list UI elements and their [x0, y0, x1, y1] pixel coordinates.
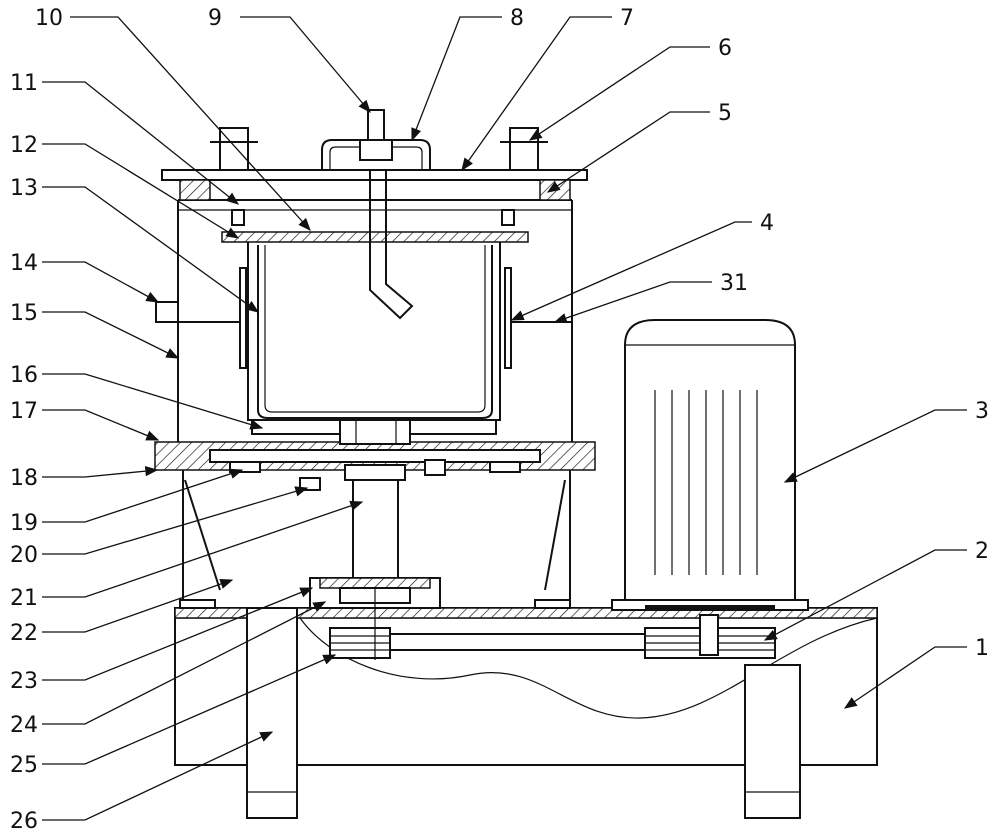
callout-13: 13 [10, 176, 258, 312]
callout-15: 15 [10, 301, 178, 358]
leader-line [42, 732, 272, 820]
callout-label: 1 [975, 636, 989, 661]
callout-label: 13 [10, 176, 38, 201]
callout-label: 8 [510, 6, 524, 31]
drum [222, 232, 528, 444]
leader-line [42, 470, 157, 477]
callout-label: 22 [10, 621, 38, 646]
belt-drive [330, 615, 775, 658]
leader-line [530, 47, 710, 140]
leader-line [512, 222, 752, 320]
callout-6: 6 [530, 36, 732, 140]
callout-18: 18 [10, 466, 157, 491]
leader-line [42, 262, 158, 302]
callout-label: 25 [10, 753, 38, 778]
callout-19: 19 [10, 470, 242, 536]
callout-label: 7 [620, 6, 634, 31]
leader-line [42, 488, 307, 554]
callout-label: 17 [10, 399, 38, 424]
leader-line [42, 187, 258, 312]
callout-16: 16 [10, 363, 262, 428]
callout-label: 4 [760, 211, 774, 236]
callout-label: 20 [10, 543, 38, 568]
leader-line [240, 17, 370, 112]
leader-line [845, 647, 967, 708]
callout-10: 10 [35, 6, 310, 230]
callout-31: 31 [555, 271, 748, 322]
callout-20: 20 [10, 488, 307, 568]
lid [162, 110, 587, 318]
callout-label: 15 [10, 301, 38, 326]
callout-label: 16 [10, 363, 38, 388]
leader-line [785, 410, 967, 482]
callout-8: 8 [412, 6, 524, 140]
callout-label: 19 [10, 511, 38, 536]
motor [612, 320, 808, 611]
callout-4: 4 [512, 211, 774, 320]
callout-3: 3 [785, 399, 989, 482]
callout-label: 14 [10, 251, 38, 276]
callout-label: 23 [10, 669, 38, 694]
callout-label: 31 [720, 271, 748, 296]
leader-line [42, 470, 242, 522]
callout-9: 9 [208, 6, 370, 112]
leader-line [412, 17, 502, 140]
leader-line [555, 282, 712, 322]
callout-label: 12 [10, 133, 38, 158]
callout-26: 26 [10, 732, 272, 832]
callout-label: 2 [975, 539, 989, 564]
callout-label: 18 [10, 466, 38, 491]
callout-1: 1 [845, 636, 989, 708]
callout-17: 17 [10, 399, 158, 440]
callout-label: 6 [718, 36, 732, 61]
callout-14: 14 [10, 251, 158, 302]
leader-line [42, 410, 158, 440]
callout-label: 26 [10, 809, 38, 832]
callout-label: 10 [35, 6, 63, 31]
leader-line [42, 374, 262, 428]
callout-label: 3 [975, 399, 989, 424]
callout-label: 11 [10, 71, 38, 96]
callout-label: 5 [718, 101, 732, 126]
callout-label: 9 [208, 6, 222, 31]
callout-label: 24 [10, 713, 38, 738]
callout-label: 21 [10, 586, 38, 611]
